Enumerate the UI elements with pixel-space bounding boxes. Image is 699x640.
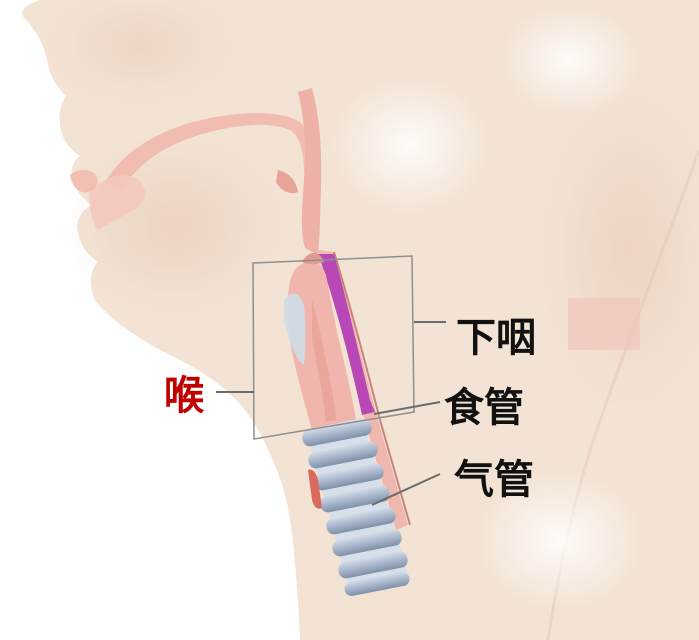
tongue-shape	[70, 170, 98, 193]
larynx-label: 喉	[164, 376, 204, 416]
highlight-glow	[500, 5, 640, 115]
esophagus-label: 食管	[444, 388, 524, 428]
trachea-label: 气管	[454, 460, 534, 500]
tissue-patch	[568, 298, 640, 350]
highlight-glow	[150, 405, 270, 505]
highlight-glow	[330, 75, 490, 215]
hypopharynx-label: 下咽	[456, 318, 536, 358]
